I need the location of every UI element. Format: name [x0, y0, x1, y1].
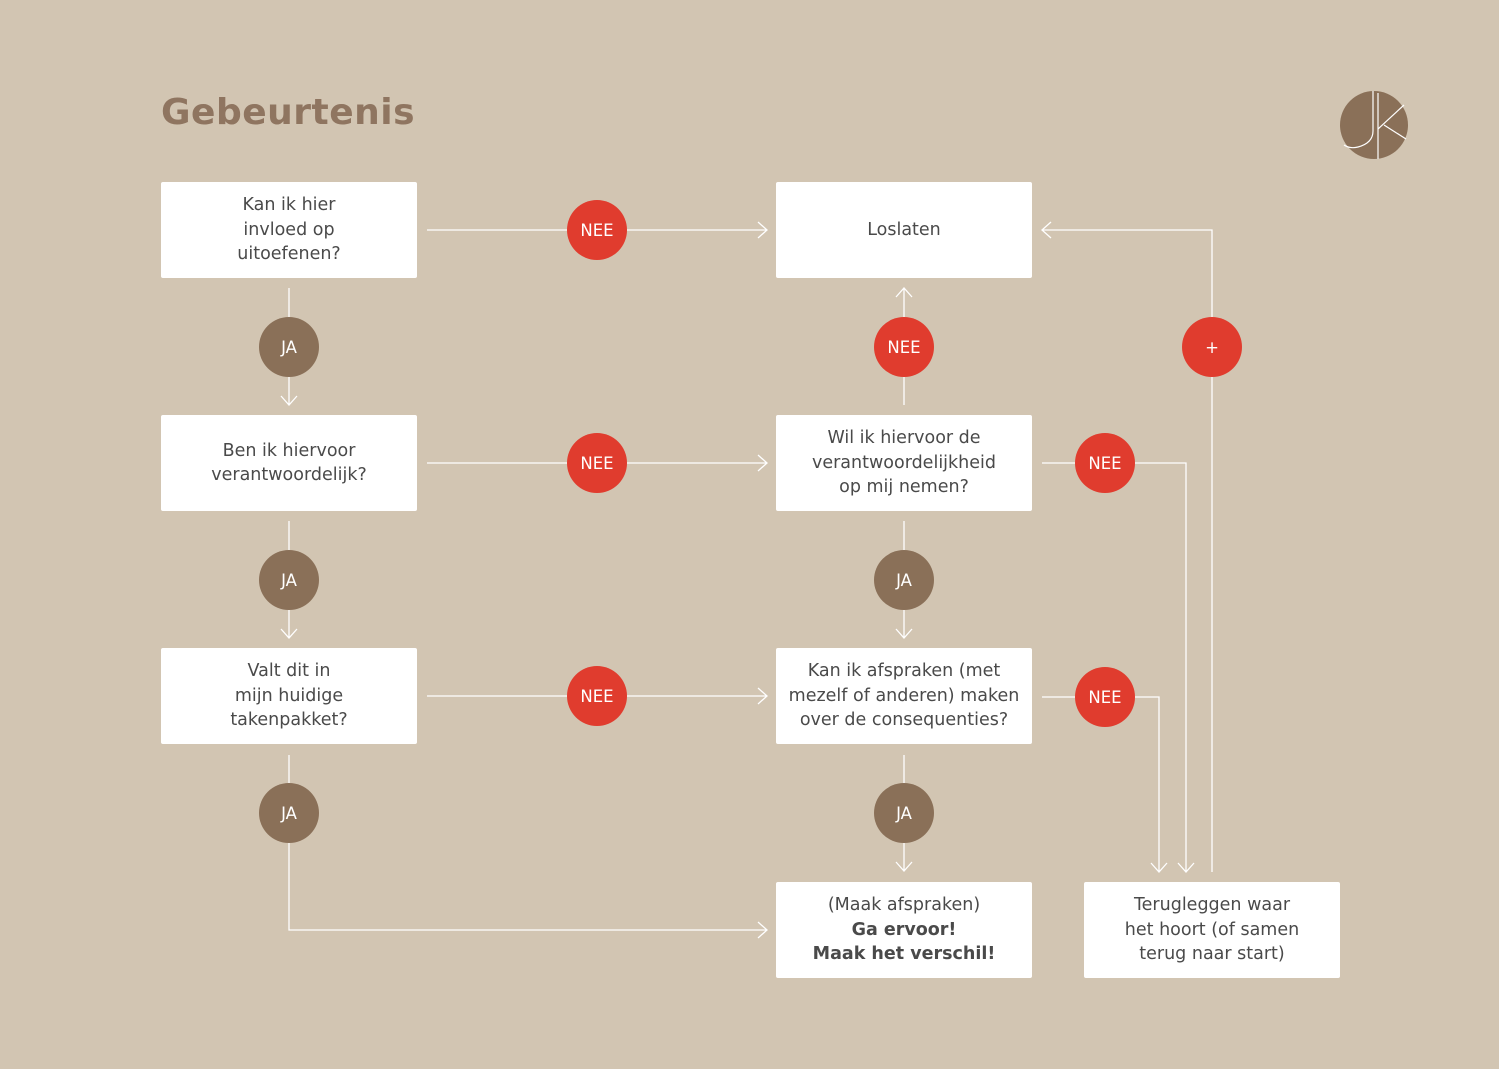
question-take-responsibility-box: Wil ik hiervoor de verantwoordelijkheid …: [776, 415, 1032, 511]
box-text-line: Kan ik hier: [242, 195, 336, 216]
box-text-line: verantwoordelijkheid: [811, 452, 997, 473]
question-task-package-box: Valt dit in mijn huidige takenpakket?: [161, 648, 417, 744]
box-text-line: uitoefenen?: [237, 244, 341, 265]
box-text-line: het hoort (of samen: [1124, 919, 1300, 940]
box-text-line: (Maak afspraken): [827, 895, 981, 916]
question-influence-box: Kan ik hier invloed op uitoefenen?: [161, 182, 417, 278]
yes-badge: JA: [874, 783, 934, 843]
box-text-line: Wil ik hiervoor de: [827, 428, 981, 449]
yes-badge: JA: [259, 317, 319, 377]
box-text-line: op mij nemen?: [839, 477, 969, 498]
yes-badge: JA: [874, 550, 934, 610]
no-badge: NEE: [1075, 433, 1135, 493]
box-text-line: over de consequenties?: [799, 710, 1009, 731]
box-text-line: invloed op: [243, 219, 335, 240]
box-text-line-bold: Maak het verschil!: [812, 944, 996, 965]
box-text-line: terug naar start): [1139, 944, 1285, 965]
no-badge: NEE: [567, 666, 627, 726]
no-badge: NEE: [567, 433, 627, 493]
box-text-line: takenpakket?: [230, 710, 348, 731]
plus-badge: +: [1182, 317, 1242, 377]
box-text-line: Valt dit in: [247, 661, 331, 682]
question-agreements-box: Kan ik afspraken (met mezelf of anderen)…: [776, 648, 1032, 744]
box-text-line: mezelf of anderen) maken: [788, 685, 1020, 706]
result-go-for-it-box: (Maak afspraken) Ga ervoor! Maak het ver…: [776, 882, 1032, 978]
question-responsible-box: Ben ik hiervoor verantwoordelijk?: [161, 415, 417, 511]
page-title: Gebeurtenis: [161, 92, 416, 133]
no-badge: NEE: [1075, 667, 1135, 727]
box-text-line: mijn huidige: [234, 685, 344, 706]
box-text-line: Kan ik afspraken (met: [807, 661, 1001, 682]
yes-badge: JA: [259, 783, 319, 843]
box-text-line: Terugleggen waar: [1133, 895, 1291, 916]
box-text-line-bold: Ga ervoor!: [851, 919, 957, 940]
let-go-box: Loslaten: [776, 182, 1032, 278]
box-text-line: verantwoordelijk?: [211, 465, 367, 485]
no-badge: NEE: [874, 317, 934, 377]
no-badge: NEE: [567, 200, 627, 260]
connector-q3-to-result: [288, 755, 768, 939]
return-to-owner-box: Terugleggen waar het hoort (of samen ter…: [1084, 882, 1340, 978]
box-text-line: Loslaten: [867, 219, 941, 240]
yes-badge: JA: [259, 550, 319, 610]
connector-q4-to-return: [1042, 462, 1195, 873]
connector-return-to-loslaten: [1041, 221, 1213, 872]
jk-monogram-logo: [1340, 91, 1408, 159]
box-text-line: Ben ik hiervoor: [222, 440, 356, 461]
